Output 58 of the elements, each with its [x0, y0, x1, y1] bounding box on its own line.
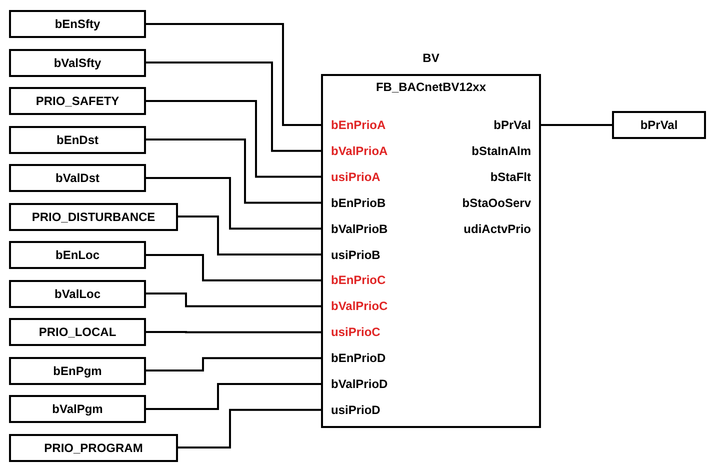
variable-name: bEnDst: [56, 132, 98, 146]
connector-line: [541, 124, 612, 126]
output-pin-label: bStaInAlm: [472, 142, 531, 159]
block-type: FB_BACnetBV12xx: [374, 79, 488, 95]
output-pin-label: bStaOoServ: [462, 194, 531, 211]
variable-name: bPrVal: [640, 118, 678, 132]
variable-box: [9, 87, 146, 115]
output-pin-label: bPrVal: [494, 117, 531, 133]
variable-box: [9, 356, 146, 384]
variable-name: PRIO_SAFETY: [36, 94, 120, 108]
connector-line: [146, 331, 321, 334]
variable-name: bEnSfty: [54, 17, 100, 31]
variable-box: [9, 10, 146, 38]
connector-line: [146, 357, 321, 372]
variable-box: [9, 202, 178, 230]
connector-line: [146, 100, 321, 178]
variable-name: PRIO_DISTURBANCE: [32, 210, 156, 224]
connector-line: [146, 254, 321, 282]
input-pin-label: usiPrioC: [331, 324, 380, 340]
variable-name: bValSfty: [54, 56, 102, 70]
connector-line: [146, 138, 321, 204]
variable-box: [9, 126, 146, 154]
variable-box: [9, 280, 146, 308]
block-title: BV: [422, 50, 440, 66]
variable-name: bEnLoc: [56, 248, 100, 262]
output-pin-label: udiActvPrio: [464, 220, 531, 237]
variable-name: PRIO_PROGRAM: [44, 440, 143, 454]
variable-name: bValLoc: [54, 286, 100, 300]
input-pin-label: usiPrioB: [331, 246, 380, 262]
input-pin-label: bEnPrioA: [331, 117, 386, 133]
input-pin-label: bValPrioD: [331, 376, 388, 392]
variable-box: [612, 111, 706, 139]
connector-line: [146, 62, 321, 152]
input-pin-label: bEnPrioD: [331, 350, 386, 366]
variable-box: [9, 164, 146, 192]
input-pin-label: usiPrioA: [331, 168, 380, 185]
connector-line: [178, 408, 321, 448]
connector-line: [146, 292, 321, 308]
input-pin-label: bValPrioC: [331, 298, 388, 314]
variable-box: [9, 434, 178, 462]
variable-name: bValPgm: [52, 402, 103, 416]
input-pin-label: bValPrioB: [331, 220, 388, 237]
variable-name: bEnPgm: [53, 364, 102, 378]
output-pin-label: bStaFlt: [490, 168, 531, 185]
input-pin-label: bEnPrioB: [331, 194, 386, 211]
connector-line: [178, 216, 321, 256]
connector-line: [146, 177, 321, 230]
input-pin-label: usiPrioD: [331, 402, 380, 418]
variable-name: PRIO_LOCAL: [38, 325, 116, 339]
variable-box: [9, 395, 146, 423]
connector-line: [146, 23, 321, 126]
connector-line: [146, 383, 321, 410]
variable-box: [9, 318, 146, 346]
input-pin-label: bEnPrioC: [331, 272, 386, 288]
variable-name: bValDst: [55, 171, 100, 185]
input-pin-label: bValPrioA: [331, 142, 388, 159]
variable-box: [9, 48, 146, 76]
variable-box: [9, 241, 146, 269]
